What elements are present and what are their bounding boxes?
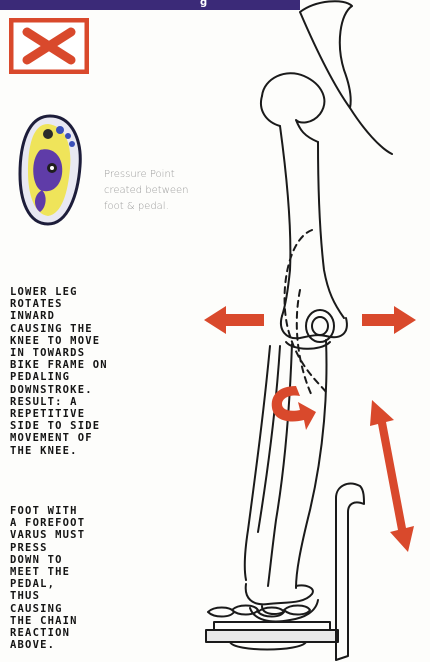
ankle-bones: [246, 584, 313, 604]
rotation-arrow-icon: [272, 386, 316, 430]
fibula: [245, 346, 280, 580]
arrow-left-icon: [204, 306, 264, 334]
arrow-right-icon: [362, 306, 416, 334]
vertical-double-arrow-icon: [370, 400, 414, 552]
patella: [306, 310, 334, 342]
pedal: [206, 630, 338, 642]
rotation-axis: [297, 290, 312, 396]
femur-head: [262, 73, 324, 142]
crank-arm: [336, 484, 364, 660]
toe-bones: [208, 606, 310, 617]
pelvis-bone: [300, 1, 392, 154]
